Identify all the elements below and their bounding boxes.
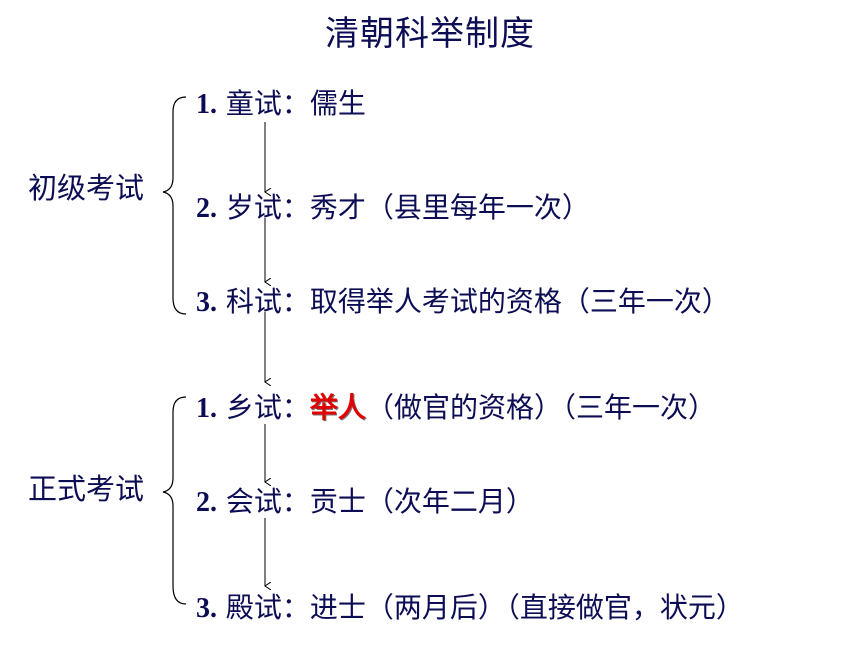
exam-item: 1. 乡试：举人（做官的资格）（三年一次） <box>196 386 716 426</box>
brace-primary <box>162 96 187 315</box>
item-number: 3. <box>196 593 217 624</box>
item-number: 1. <box>196 89 217 120</box>
exam-item: 2. 岁试：秀才（县里每年一次） <box>196 186 590 226</box>
item-desc: 秀才（县里每年一次） <box>309 191 590 224</box>
item-name: 乡试： <box>225 391 310 424</box>
exam-item: 3. 科试：取得举人考试的资格（三年一次） <box>196 280 730 320</box>
item-desc: 进士（两月后）（直接做官，状元） <box>309 591 744 624</box>
item-name: 岁试： <box>225 191 310 224</box>
item-desc: 贡士（次年二月） <box>309 485 534 518</box>
item-number: 2. <box>196 193 217 224</box>
item-desc: 儒生 <box>309 87 366 120</box>
item-desc: 取得举人考试的资格（三年一次） <box>309 285 730 318</box>
page-title: 清朝科举制度 <box>325 14 535 54</box>
item-name: 科试： <box>225 285 310 318</box>
group-label-primary: 初级考试 <box>28 171 145 205</box>
item-highlight: 举人 <box>309 391 366 424</box>
item-name: 殿试： <box>225 591 310 624</box>
item-name: 童试： <box>225 87 310 120</box>
exam-item: 3. 殿试：进士（两月后）（直接做官，状元） <box>196 586 744 626</box>
exam-item: 2. 会试：贡士（次年二月） <box>196 480 534 520</box>
item-desc: （做官的资格）（三年一次） <box>365 391 716 424</box>
group-label-formal: 正式考试 <box>28 472 145 506</box>
item-number: 3. <box>196 287 217 318</box>
brace-formal <box>162 396 187 605</box>
item-number: 1. <box>196 393 217 424</box>
item-number: 2. <box>196 487 217 518</box>
exam-item: 1. 童试：儒生 <box>196 82 366 122</box>
item-name: 会试： <box>225 485 310 518</box>
